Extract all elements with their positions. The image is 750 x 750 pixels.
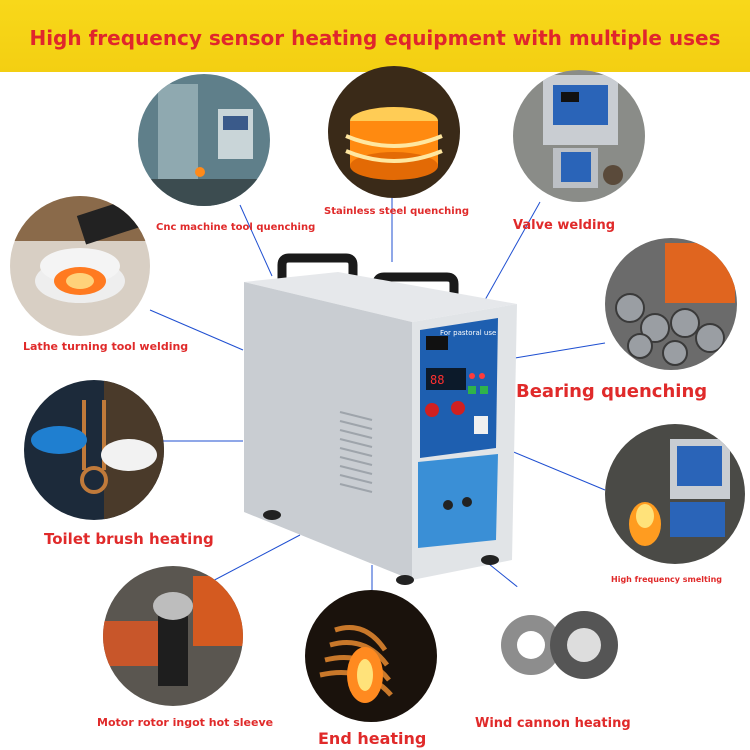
- label-toilet-brush-heating: Toilet brush heating: [44, 530, 214, 548]
- cnc-quenching-photo: [138, 74, 270, 206]
- label-wind-cannon-heating: Wind cannon heating: [475, 716, 631, 731]
- page-title: High frequency sensor heating equipment …: [29, 26, 721, 50]
- high-frequency-smelting-photo: [605, 424, 745, 564]
- label-cnc-quenching: Cnc machine tool quenching: [156, 222, 316, 233]
- toilet-brush-heating-photo: [24, 380, 164, 520]
- label-stainless-quenching: Stainless steel quenching: [324, 206, 470, 217]
- motor-rotor-hot-sleeve-photo: [103, 566, 243, 706]
- left-knob: [425, 403, 439, 417]
- lathe-tool-welding-photo: [10, 196, 150, 336]
- stainless-quenching-photo: [328, 66, 460, 198]
- label-bearing-quenching: Bearing quenching: [516, 381, 708, 402]
- wind-cannon-heating-photo: [486, 575, 626, 715]
- main-display: [426, 368, 466, 390]
- bearing-quenching-photo: [605, 238, 737, 370]
- label-motor-rotor-hot-sleeve: Motor rotor ingot hot sleeve: [97, 716, 274, 729]
- label-valve-welding: Valve welding: [513, 218, 616, 233]
- svg-text:88: 88: [430, 373, 444, 387]
- title-banner: [0, 0, 750, 72]
- connector-panel: [418, 454, 498, 548]
- right-knob: [451, 401, 465, 415]
- label-end-heating: End heating: [318, 729, 427, 748]
- end-heating-photo: [305, 590, 437, 722]
- small-display: [426, 336, 448, 350]
- rear-handle: [277, 253, 358, 286]
- valve-welding-photo: [513, 70, 645, 202]
- label-lathe-tool-welding: Lathe turning tool welding: [23, 340, 189, 353]
- label-high-frequency-smelting: High frequency smelting: [611, 575, 723, 584]
- panel-label: For pastoral use: [440, 329, 497, 337]
